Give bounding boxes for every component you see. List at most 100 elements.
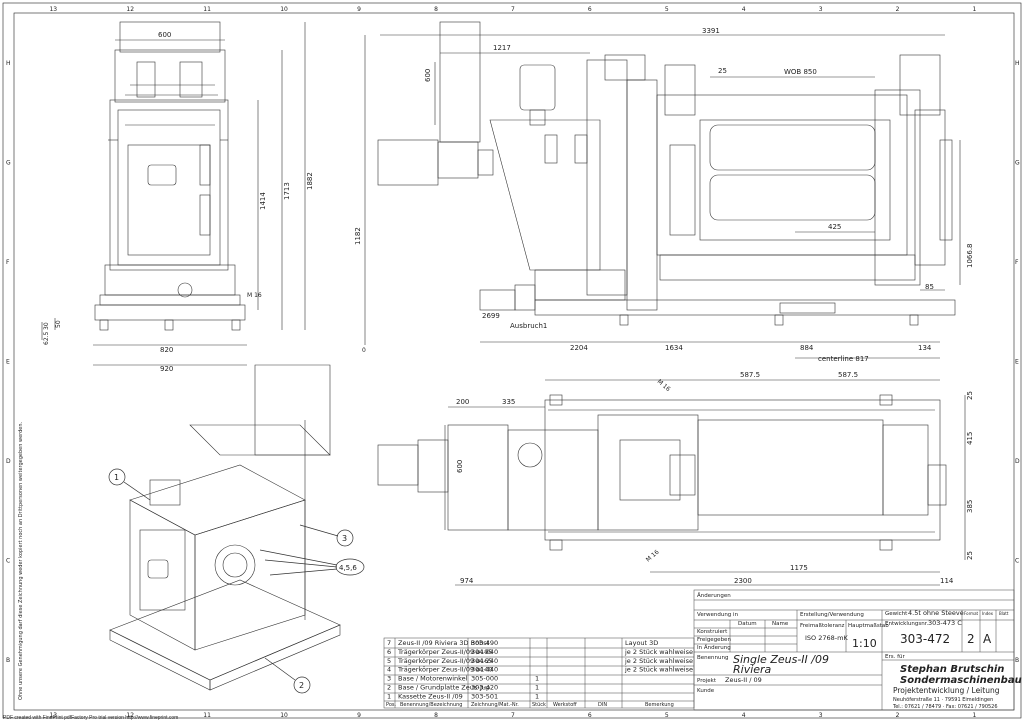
dim-side-600: 600	[424, 69, 432, 82]
border-column-label: 7	[511, 712, 515, 719]
tb-company3: Projektentwicklung / Leitung	[893, 686, 1000, 695]
parts-cell-pos: 6	[387, 648, 391, 656]
dim-side-134: 134	[918, 344, 932, 352]
inner-border	[13, 12, 1015, 711]
border-column-label: 9	[357, 712, 361, 719]
dim-top-974: 974	[460, 577, 474, 585]
tb-projekt-value: Zeus-II / 09	[725, 676, 762, 684]
border-row-label: C	[1015, 558, 1019, 565]
dim-top-114: 114	[940, 577, 954, 585]
dim-top-m16b: M 16	[645, 549, 661, 564]
tb-index-label: Index	[982, 611, 994, 616]
balloon-2: 2	[299, 681, 304, 690]
dim-front-50: 50	[55, 320, 62, 328]
dim-front-m16: M 16	[247, 292, 262, 299]
parts-cell-qty: 1	[535, 692, 539, 700]
dim-top-25b: 25	[966, 551, 974, 560]
dim-side-wob: WOB 850	[784, 68, 817, 76]
tb-freigegeben: Freigegeben	[697, 637, 731, 643]
parts-cell-nr: 303-501	[471, 692, 498, 700]
parts-cell-nr: 303-420	[471, 684, 498, 692]
border-row-label: E	[1015, 359, 1019, 366]
tb-konstruiert: Konstruiert	[697, 629, 728, 635]
parts-cell-name: Kassette Zeus-II /09	[398, 692, 463, 700]
dim-front-30: 30	[43, 322, 50, 330]
tb-phone: Tel.: 07621 / 78479 · Fax: 07621 / 79052…	[892, 704, 998, 710]
parts-cell-name: Trägerkörper Zeus-II/09 ø195	[397, 648, 493, 656]
dim-top-2300: 2300	[734, 577, 752, 585]
border-row-label: G	[1015, 159, 1020, 166]
tb-entwicklung-label: Entwicklungsnr.	[885, 621, 928, 627]
tb-projekt-label: Projekt	[697, 678, 717, 684]
border-row-label: F	[6, 259, 10, 266]
border-row-label: E	[6, 359, 10, 366]
isometric-view	[109, 364, 341, 691]
parts-cell-name: Trägerkörper Zeus-II/09 ø140	[397, 666, 493, 674]
parts-header-note: Bemerkung	[645, 702, 674, 708]
balloon-3: 3	[342, 534, 347, 543]
tb-blatt-label: Blatt	[999, 611, 1009, 616]
parts-cell-nr: 305-000	[471, 675, 498, 683]
tb-verwendung: Verwendung in	[697, 612, 739, 618]
parts-cell-nr: 304-040	[471, 648, 498, 656]
border-column-label: 2	[896, 712, 900, 719]
border-row-label: B	[6, 657, 10, 664]
dim-side-1634: 1634	[665, 344, 683, 352]
title-block-grid	[693, 589, 1015, 711]
dim-front-width: 600	[158, 31, 171, 39]
parts-cell-nr: 304-440	[471, 666, 498, 674]
parts-cell-name: Trägerkörper Zeus-II/09 ø165	[397, 657, 493, 665]
dim-top-587a: 587.5	[740, 371, 760, 379]
parts-header-pos: Pos.	[386, 702, 397, 708]
parts-cell-name: Base / Motorenwinkel	[398, 675, 468, 683]
parts-header-name: Benennung/Bezeichnung	[400, 702, 462, 708]
border-column-label: 10	[280, 6, 288, 13]
border-column-label: 1	[973, 6, 977, 13]
border-column-label: 10	[280, 712, 288, 719]
parts-cell-pos: 1	[387, 692, 391, 700]
tb-format-label: Format	[964, 611, 979, 616]
parts-list-grid	[383, 637, 695, 709]
tb-gewicht-label: Gewicht	[885, 611, 908, 617]
parts-cell-nr: 304-240	[471, 657, 498, 665]
border-row-label: H	[1015, 60, 1020, 67]
dim-front-920: 920	[160, 365, 173, 373]
tb-in-aenderung: In Änderung	[697, 644, 731, 651]
dim-side-2699: 2699	[482, 312, 500, 320]
border-column-label: 6	[588, 6, 592, 13]
tb-massstab-value: 1:10	[852, 637, 877, 650]
copyright-note: Ohne unsere Genehmigung darf diese Zeich…	[18, 421, 24, 700]
tb-ers-fuer: Ers. für	[885, 654, 906, 660]
tb-title-line2: Riviera	[733, 663, 772, 676]
dim-top-415: 415	[966, 432, 974, 445]
tb-company2: Sondermaschinenbau	[900, 675, 1022, 686]
dim-front-62: 62.5	[43, 331, 50, 345]
parts-list-header: Pos. Benennung/Bezeichnung Zeichnung/Mat…	[386, 702, 674, 708]
dim-side-25: 25	[718, 67, 727, 75]
tb-address: Neuhöferstraße 11 · 79591 Eimeldingen	[893, 697, 993, 703]
parts-header-qty: Stück	[532, 702, 546, 708]
top-view	[377, 379, 966, 586]
border-row-label: F	[1015, 259, 1019, 266]
tb-company1: Stephan Brutschin	[900, 664, 1004, 675]
border-column-label: 5	[665, 6, 669, 13]
border-column-label: 4	[742, 6, 746, 13]
border-row-label: D	[1015, 458, 1020, 465]
parts-header-nr: Zeichnung/Mat.-Nr.	[471, 702, 519, 708]
dim-front-1414: 1414	[259, 192, 267, 210]
dim-top-25: 25	[966, 391, 974, 400]
balloon-1: 1	[114, 473, 119, 482]
dim-side-0a: 0	[362, 347, 366, 354]
dim-top-1175: 1175	[790, 564, 808, 572]
border-column-label: 8	[434, 6, 438, 13]
parts-header-din: DIN	[598, 702, 607, 708]
parts-cell-note: je 2 Stück wahlweise	[624, 657, 693, 665]
dim-top-385: 385	[966, 500, 974, 513]
tb-massstab-label: Hauptmaßstab	[848, 623, 889, 629]
tb-gewicht-value: 4.5t ohne Steeve	[908, 609, 964, 617]
front-view	[41, 21, 306, 366]
